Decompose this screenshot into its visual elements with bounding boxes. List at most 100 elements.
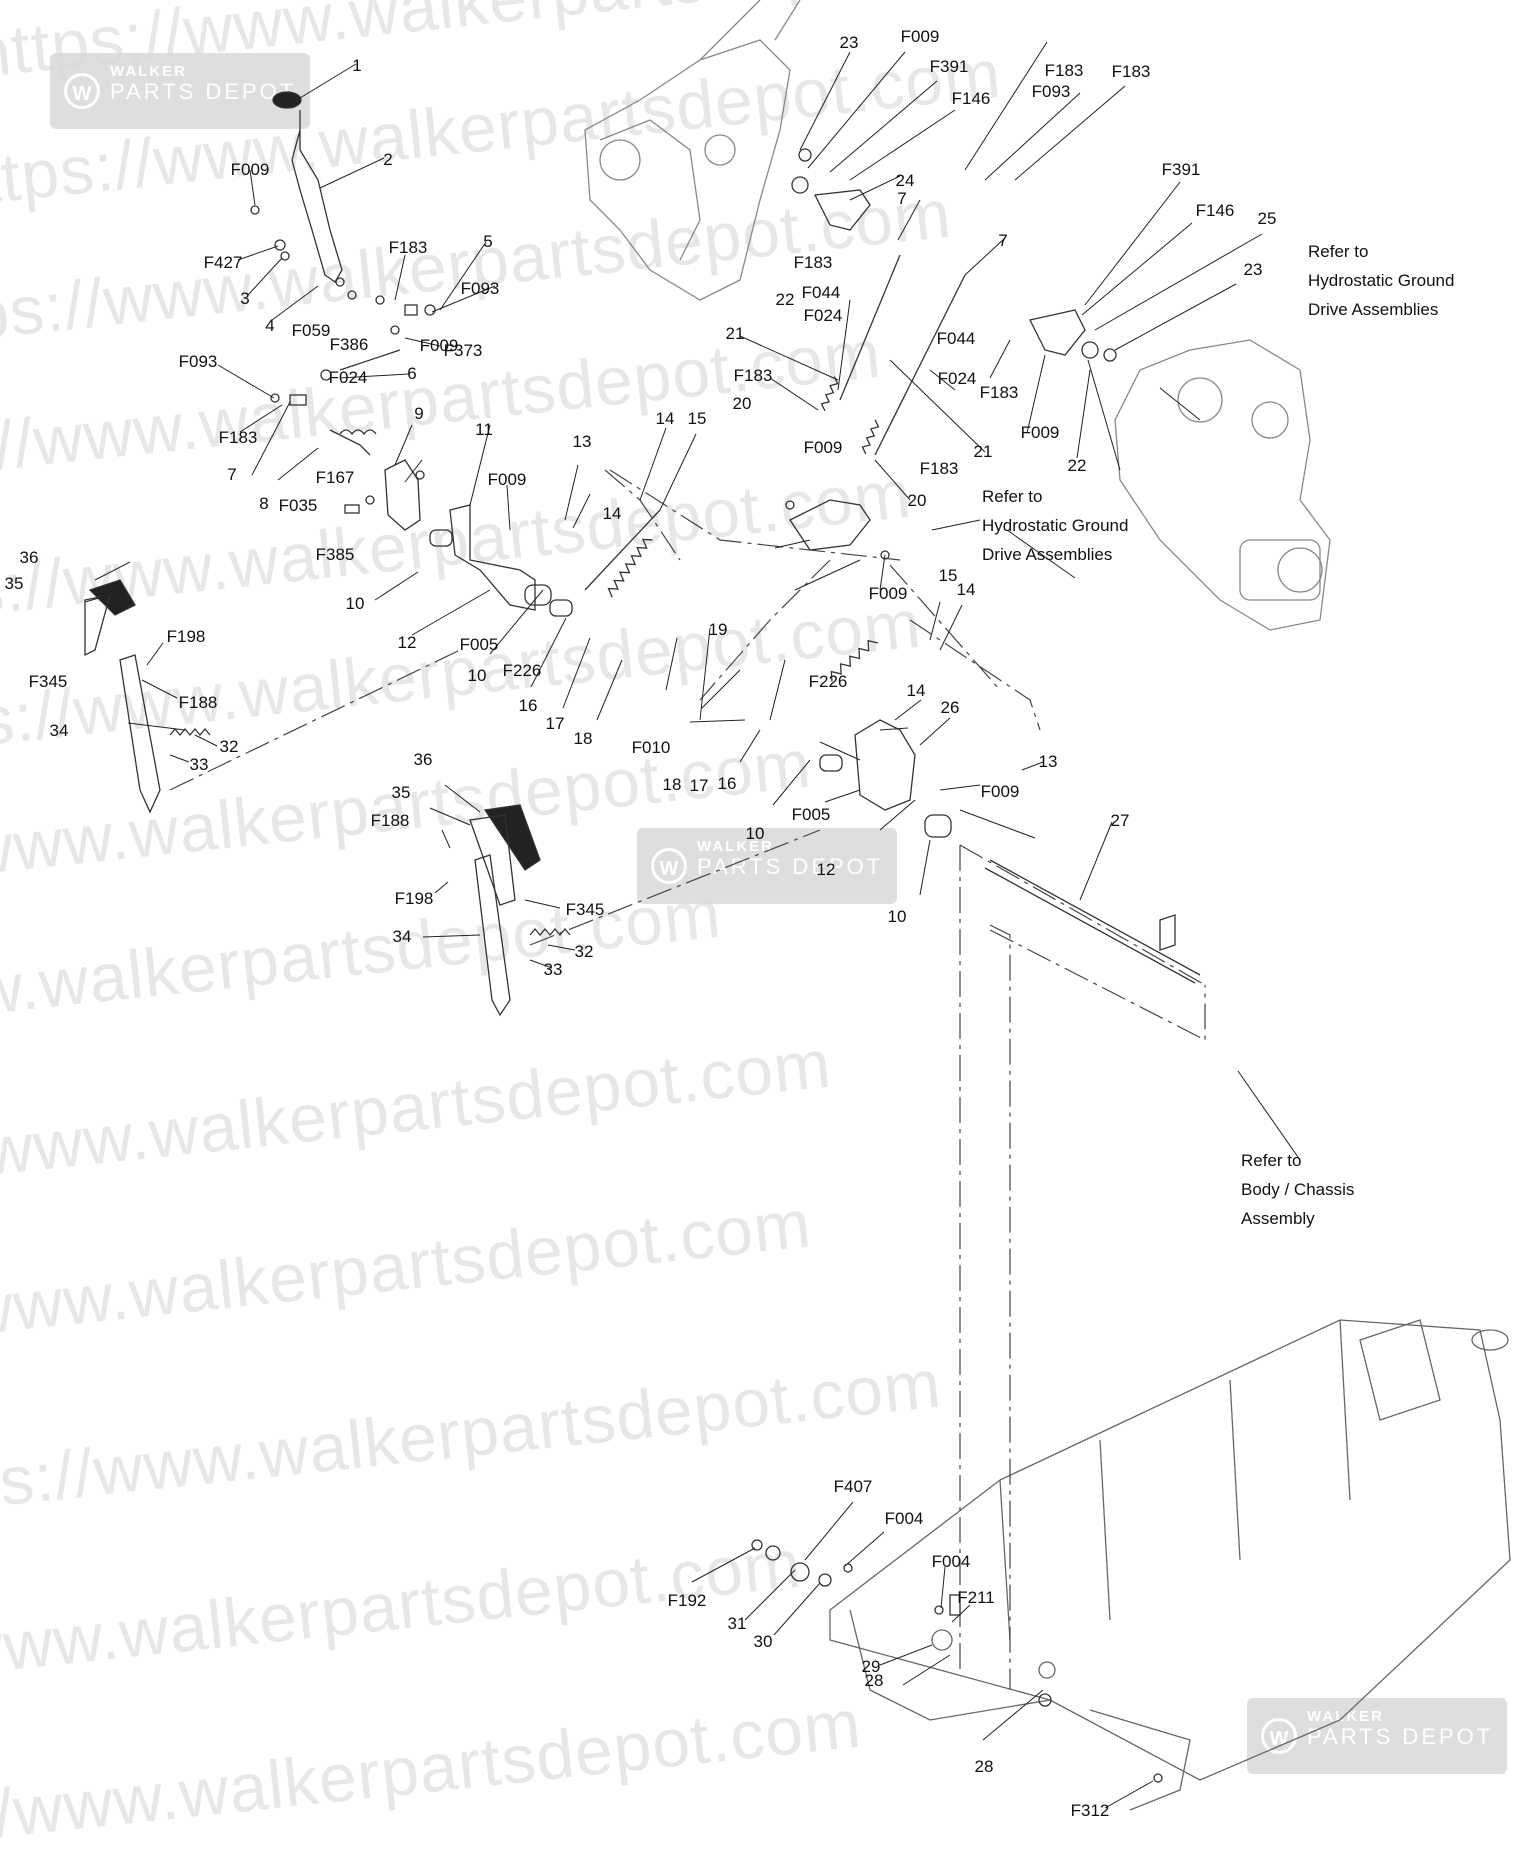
part-callout: F373 bbox=[443, 341, 483, 360]
part-callout: 35 bbox=[391, 783, 411, 802]
note-line: Refer to bbox=[1241, 1151, 1302, 1170]
part-callout: 11 bbox=[475, 420, 493, 439]
logo-top-text: WALKER bbox=[697, 838, 774, 855]
part-callout: 23 bbox=[1243, 260, 1263, 279]
part-callout: 29 bbox=[861, 1657, 881, 1676]
exploded-parts-diagram bbox=[84, 0, 1511, 1811]
part-callout: F024 bbox=[937, 369, 977, 388]
part-callout: 15 bbox=[938, 566, 958, 585]
part-callout: F009 bbox=[868, 584, 908, 603]
part-callout: F183 bbox=[919, 459, 959, 478]
part-callout: 12 bbox=[397, 633, 417, 652]
part-callout: F183 bbox=[979, 383, 1019, 402]
part-callout: 10 bbox=[345, 594, 365, 613]
part-callout: 20 bbox=[732, 394, 752, 413]
brand-logo: W WALKER PARTS DEPOT bbox=[1247, 1698, 1507, 1774]
note-line: Refer to bbox=[982, 487, 1043, 506]
part-callout: 10 bbox=[467, 666, 487, 685]
note-line: Assembly bbox=[1241, 1209, 1315, 1228]
part-callout: 17 bbox=[689, 776, 709, 795]
part-callout: 27 bbox=[1110, 811, 1130, 830]
spring-left bbox=[584, 509, 661, 598]
part-callout: 13 bbox=[572, 432, 592, 451]
part-callout: F004 bbox=[931, 1552, 971, 1571]
note-line: Refer to bbox=[1308, 242, 1369, 261]
control-rod-21 bbox=[820, 254, 966, 456]
part-callout: F004 bbox=[884, 1509, 924, 1528]
part-callout: F183 bbox=[1044, 61, 1084, 80]
part-callout: 34 bbox=[392, 927, 412, 946]
part-callout: 36 bbox=[413, 750, 433, 769]
part-callout: F009 bbox=[487, 470, 527, 489]
part-callout: 20 bbox=[907, 491, 927, 510]
part-callout: 7 bbox=[897, 189, 907, 208]
walker-logo-icon: W bbox=[64, 73, 100, 109]
foot-pedal-left bbox=[84, 579, 211, 814]
part-callout: 13 bbox=[1038, 752, 1058, 771]
part-callout: 19 bbox=[708, 620, 728, 639]
part-callout: 14 bbox=[602, 504, 622, 523]
steering-lever bbox=[272, 91, 343, 283]
hydrostatic-transmission-left bbox=[584, 0, 801, 301]
part-callout: F226 bbox=[808, 672, 848, 691]
part-callout: 15 bbox=[687, 409, 707, 428]
part-callout: 6 bbox=[407, 364, 417, 383]
reference-note-hydro-center: Refer to Hydrostatic Ground Drive Assemb… bbox=[982, 482, 1128, 569]
pivot-bracket-right bbox=[819, 639, 952, 838]
part-callout: F391 bbox=[1161, 160, 1201, 179]
part-callout: F024 bbox=[328, 368, 368, 387]
part-callout: 16 bbox=[518, 696, 538, 715]
part-callout: 33 bbox=[543, 960, 563, 979]
part-callout: F146 bbox=[1195, 201, 1235, 220]
part-callout: F167 bbox=[315, 468, 355, 487]
part-callout: F009 bbox=[419, 336, 459, 355]
foot-pedal-right bbox=[469, 804, 571, 1017]
part-callout: F035 bbox=[278, 496, 318, 515]
note-line: Hydrostatic Ground bbox=[1308, 271, 1455, 290]
part-callout: 22 bbox=[775, 290, 795, 309]
part-callout: F010 bbox=[631, 738, 671, 757]
note-line: Body / Chassis bbox=[1241, 1180, 1355, 1199]
part-callout: F009 bbox=[230, 160, 270, 179]
part-callout: F183 bbox=[218, 428, 258, 447]
part-callout: 18 bbox=[662, 775, 682, 794]
part-callout: F009 bbox=[900, 27, 940, 46]
part-callout: 3 bbox=[240, 289, 250, 308]
note-line: Drive Assemblies bbox=[1308, 300, 1439, 319]
part-callout: 25 bbox=[1257, 209, 1277, 228]
part-callout: 7 bbox=[227, 465, 237, 484]
part-callout: F009 bbox=[980, 782, 1020, 801]
part-callout: F005 bbox=[791, 805, 831, 824]
part-callout: 22 bbox=[1067, 456, 1087, 475]
part-callout: 12 bbox=[816, 860, 836, 879]
part-callout: F183 bbox=[1111, 62, 1151, 81]
part-callout: 5 bbox=[483, 232, 493, 251]
part-callout: F391 bbox=[929, 57, 969, 76]
chassis-frame bbox=[829, 1319, 1511, 1811]
part-callout: 32 bbox=[574, 942, 594, 961]
logo-bottom-text: PARTS DEPOT bbox=[110, 79, 297, 104]
part-callout: F005 bbox=[459, 635, 499, 654]
bracket-24 bbox=[791, 148, 871, 231]
part-callout: F226 bbox=[502, 661, 542, 680]
part-callout: 14 bbox=[655, 409, 675, 428]
part-callout: 14 bbox=[906, 681, 926, 700]
part-callout: 33 bbox=[189, 755, 209, 774]
part-callout: 21 bbox=[973, 442, 993, 461]
part-callout: F183 bbox=[388, 238, 428, 257]
part-callout: F345 bbox=[565, 900, 605, 919]
part-callout: 31 bbox=[727, 1614, 747, 1633]
fastener-hardware bbox=[250, 205, 436, 514]
part-callout: 14 bbox=[956, 580, 976, 599]
brand-logo: W WALKER PARTS DEPOT bbox=[637, 828, 897, 904]
part-callout: F198 bbox=[166, 627, 206, 646]
logo-top-text: WALKER bbox=[110, 63, 187, 80]
bracket-25 bbox=[1029, 309, 1117, 362]
logo-bottom-text: PARTS DEPOT bbox=[1307, 1724, 1494, 1749]
part-callout: 35 bbox=[4, 574, 24, 593]
part-callout: F192 bbox=[667, 1591, 707, 1610]
part-callout: 4 bbox=[265, 316, 275, 335]
part-callout: F044 bbox=[936, 329, 976, 348]
part-callout: 21 bbox=[725, 324, 745, 343]
part-callout: F198 bbox=[394, 889, 434, 908]
